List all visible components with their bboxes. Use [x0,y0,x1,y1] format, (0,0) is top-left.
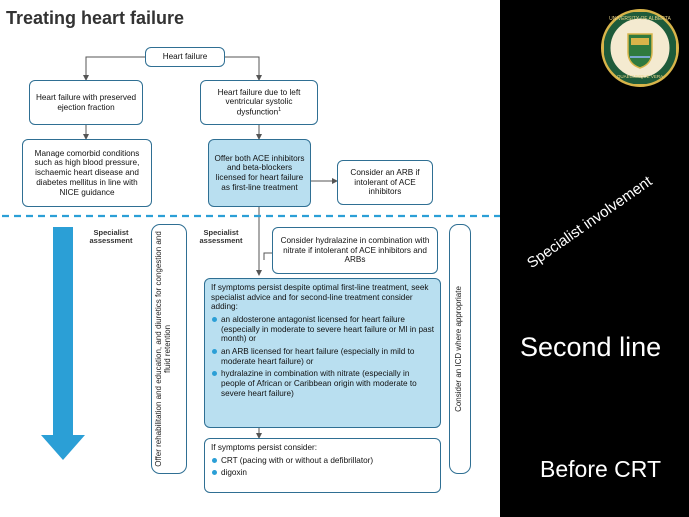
rehab-vertical-box [151,224,187,474]
logo-text-top: UNIVERSITY OF ALBERTA [609,16,671,22]
crest-icon [604,12,676,84]
node-heart-failure: Heart failure [145,47,225,67]
icd-vertical-text: Consider an ICD where appropriate [454,286,463,412]
connector-hydralazine [263,252,272,260]
page-title: Treating heart failure [6,8,185,28]
second-line-text: Second line [520,332,662,362]
node-manage-comorbid: Manage comorbid conditions such as high … [22,139,152,207]
label-specialist-assessment-left: Specialist assessment [89,228,133,246]
second-line-item: an aldosterone antagonist licensed for h… [212,315,434,344]
node-ace-beta-blockers: Offer both ACE inhibitors and beta-block… [208,139,311,207]
specialist-involvement-text: Specialist involvement [524,172,656,272]
persist-list: CRT (pacing with or without a defibrilla… [211,456,434,478]
logo-text-bottom: QUAECUMQUE VERA [616,74,664,79]
second-line-item: hydralazine in combination with nitrate … [212,369,434,398]
persist-item: CRT (pacing with or without a defibrilla… [212,456,434,466]
flowchart-panel: Treating heart failure Heart failure Hea… [0,0,500,517]
down-arrow [41,227,85,460]
node-second-line: If symptoms persist despite optimal firs… [204,278,441,428]
second-line-list: an aldosterone antagonist licensed for h… [211,315,434,398]
flowchart-connectors [2,56,500,460]
label-specialist-assessment-right: Specialist assessment [199,228,243,246]
before-crt-text: Before CRT [540,456,662,482]
node-hydralazine-consider: Consider hydralazine in combination with… [272,227,438,274]
rehab-vertical-text: Offer rehabilitation and education, and … [154,231,173,467]
second-line-item: an ARB licensed for heart failure (espec… [212,347,434,366]
second-line-intro: If symptoms persist despite optimal firs… [211,283,429,312]
node-consider-arb: Consider an ARB if intolerant of ACE inh… [337,160,433,205]
university-logo: UNIVERSITY OF ALBERTA QUAECUMQUE VERA [601,9,679,87]
node-preserved-ef: Heart failure with preserved ejection fr… [29,80,143,125]
connector-hf-to-preserved [83,56,145,81]
icd-vertical-box [449,224,471,474]
node-lvsd-text: Heart failure due to left ventricular sy… [217,87,301,117]
persist-item: digoxin [212,468,434,478]
persist-intro: If symptoms persist consider: [211,443,318,452]
node-symptoms-persist: If symptoms persist consider: CRT (pacin… [204,438,441,493]
node-lvsd: Heart failure due to left ventricular sy… [200,80,318,125]
node-lvsd-sup: 1 [278,106,282,113]
connector-hf-to-lvsd [225,56,262,81]
